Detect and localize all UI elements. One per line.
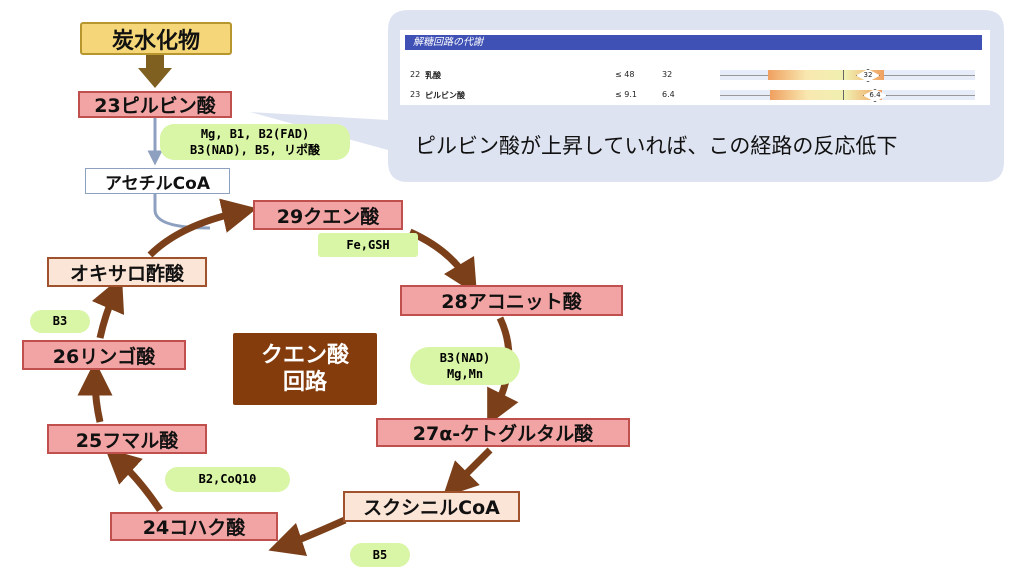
aconitate-box: 28アコニット酸 [400,285,623,316]
row-name: 乳酸 [425,71,441,80]
arrow-oxalo-citrate [147,198,258,258]
citrate-cofactor: Fe,GSH [318,233,418,257]
row-no: 23 [410,90,421,99]
pdh-cofactors: Mg, B1, B2(FAD) B3(NAD), B5, リポ酸 [160,124,350,160]
citric-acid-cycle-label: クエン酸回路 [233,333,377,405]
acetyl-coa-box: アセチルCoA [85,168,230,194]
fumarate-box: 25フマル酸 [47,424,207,454]
down-arrow [138,55,172,88]
arrow-succinate-fumarate [105,448,163,512]
value-marker: 6.4 [863,89,887,102]
arrow-malate-oxalo [91,275,125,339]
pyruvate-box: 23ピルビン酸 [78,91,232,118]
report-section-title: 解糖回路の代謝 [405,35,982,50]
akg-box: 27α-ケトグルタル酸 [376,418,630,447]
carbohydrate-box: 炭水化物 [80,22,232,55]
cofactor-line: Mg,Mn [446,367,484,381]
citrate-box: 29クエン酸 [253,200,403,230]
row-ref: ≤ 9.1 [615,90,637,99]
range-bar: 32 [720,69,975,82]
succinyl-cofactor: B5 [350,543,410,567]
succinyl-coa-box: スクシニルCoA [343,491,520,522]
row-ref: ≤ 48 [615,70,635,79]
cycle-title-line: 回路 [282,370,327,395]
oxaloacetate-box: オキサロ酢酸 [47,257,207,287]
succinate-cofactor: B2,CoQ10 [165,467,290,492]
malate-box: 26リンゴ酸 [22,340,186,370]
succinate-box: 24コハク酸 [110,512,278,541]
value-marker: 32 [856,69,880,82]
arrow-succinyl-succinate [268,516,347,557]
cofactor-line: B3(NAD) [439,350,491,365]
report-excerpt: 解糖回路の代謝 22 乳酸 ≤ 48 32 32 23 ピルビン酸 ≤ 9.1 … [400,30,990,105]
cofactor-line: Mg, B1, B2(FAD) [200,126,310,141]
report-row: 23 ピルビン酸 ≤ 9.1 6.4 6.4 [400,86,990,104]
row-no: 22 [410,70,421,79]
callout-text: ピルビン酸が上昇していれば、この経路の反応低下 [415,134,898,158]
arrow-citrate-aconitate [408,228,478,296]
cofactor-line: B3(NAD), B5, リポ酸 [190,143,320,157]
row-value: 32 [662,70,673,79]
report-row: 22 乳酸 ≤ 48 32 32 [400,66,990,84]
row-name: ピルビン酸 [425,91,465,100]
range-bar: 6.4 [720,89,975,102]
row-value: 6.4 [662,90,675,99]
aconitate-cofactors: B3(NAD) Mg,Mn [410,347,520,385]
arrow-fumarate-malate [77,360,113,423]
arrow-akg-succinyl [442,447,493,498]
cycle-title-line: クエン酸 [260,342,349,368]
malate-cofactor: B3 [30,310,90,333]
